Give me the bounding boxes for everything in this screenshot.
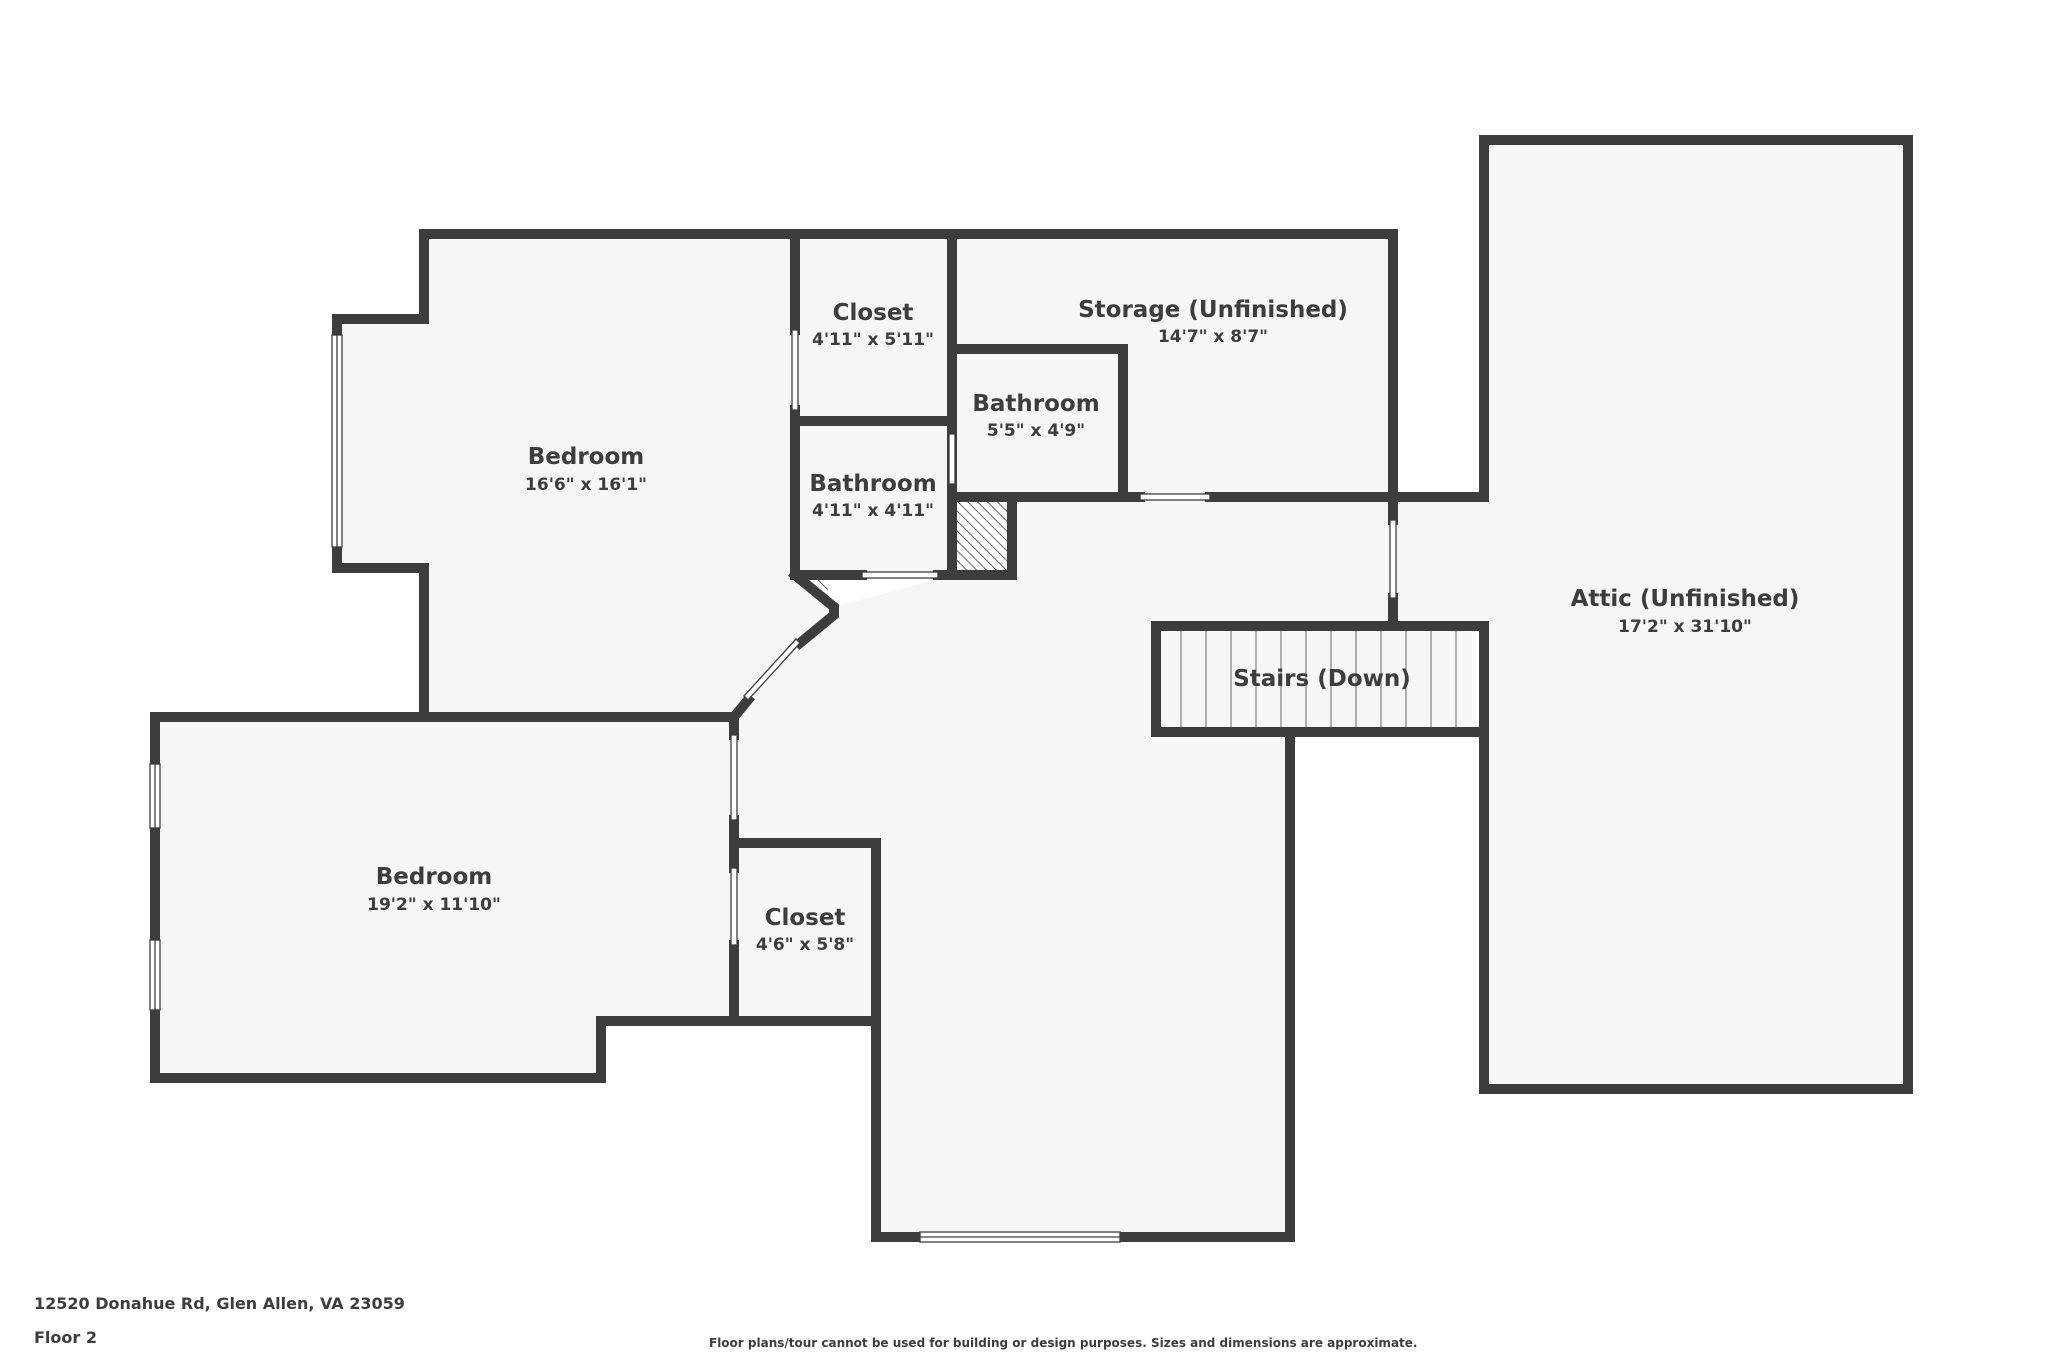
stairs-wall	[1285, 727, 1489, 1242]
bedroom-1-floor	[337, 234, 834, 717]
stair-treads	[1180, 631, 1457, 727]
address-label: 12520 Donahue Rd, Glen Allen, VA 23059	[34, 1294, 405, 1313]
storage-floor	[952, 234, 1393, 497]
closet-1-dims: 4'11" x 5'11"	[812, 330, 934, 350]
bathroom-1-door	[948, 433, 956, 485]
closet-1-door	[791, 329, 799, 411]
storage-name: Storage (Unfinished)	[1078, 297, 1348, 323]
walls	[150, 135, 1913, 1242]
stairs-top-wall	[1151, 621, 1489, 737]
closet-1-floor	[795, 234, 952, 421]
bathroom-1-name: Bathroom	[972, 391, 1099, 417]
bathroom-1-dims: 5'5" x 4'9"	[987, 421, 1085, 441]
bedroom-2-name: Bedroom	[376, 864, 493, 890]
bedroom-2-dims: 19'2" x 11'10"	[367, 895, 501, 915]
bathroom-2-name: Bathroom	[809, 471, 936, 497]
bedroom-2-floor	[155, 717, 734, 1078]
bedroom-2-door	[730, 734, 738, 821]
door-openings	[730, 329, 1397, 946]
bathroom-2-door	[861, 571, 939, 579]
attic-dims: 17'2" x 31'10"	[1618, 617, 1752, 637]
bathroom-1-wall	[947, 344, 1128, 502]
bedroom-1-dims: 16'6" x 16'1"	[525, 475, 647, 495]
stairs-name: Stairs (Down)	[1233, 666, 1411, 692]
bathroom-2-dims: 4'11" x 4'11"	[812, 501, 934, 521]
attic-name: Attic (Unfinished)	[1571, 586, 1800, 612]
bathroom-2-floor	[795, 421, 952, 575]
closet-2-name: Closet	[765, 905, 846, 931]
attic-wall	[1479, 135, 1913, 1094]
attic-floor	[1484, 140, 1908, 1089]
stairs-floor	[1156, 626, 1472, 732]
chase-hatched	[957, 502, 1007, 572]
storage-door	[1139, 493, 1211, 501]
room-labels: Bedroom 16'6" x 16'1" Closet 4'11" x 5'1…	[367, 297, 1799, 955]
storage-dims: 14'7" x 8'7"	[1158, 327, 1268, 347]
closet-1-name: Closet	[833, 300, 914, 326]
bedroom-1-name: Bedroom	[528, 444, 645, 470]
closet-2-floor	[734, 843, 876, 1021]
hallway-floor	[734, 497, 1484, 1237]
bedroom-1-wall	[332, 229, 800, 722]
bedroom-2-wall	[150, 712, 739, 1083]
windows	[149, 334, 1121, 1243]
bedroom-1-diagonal-wall	[787, 567, 839, 651]
bathroom-1-floor	[952, 349, 1123, 497]
attic-door	[1389, 519, 1397, 599]
floor-fills	[155, 140, 1908, 1237]
closet-2-dims: 4'6" x 5'8"	[756, 935, 854, 955]
floor-label: Floor 2	[34, 1328, 97, 1347]
closet-2-door	[730, 867, 738, 946]
disclaimer-text: Floor plans/tour cannot be used for buil…	[709, 1336, 1418, 1350]
bedroom-1-door	[743, 638, 801, 701]
